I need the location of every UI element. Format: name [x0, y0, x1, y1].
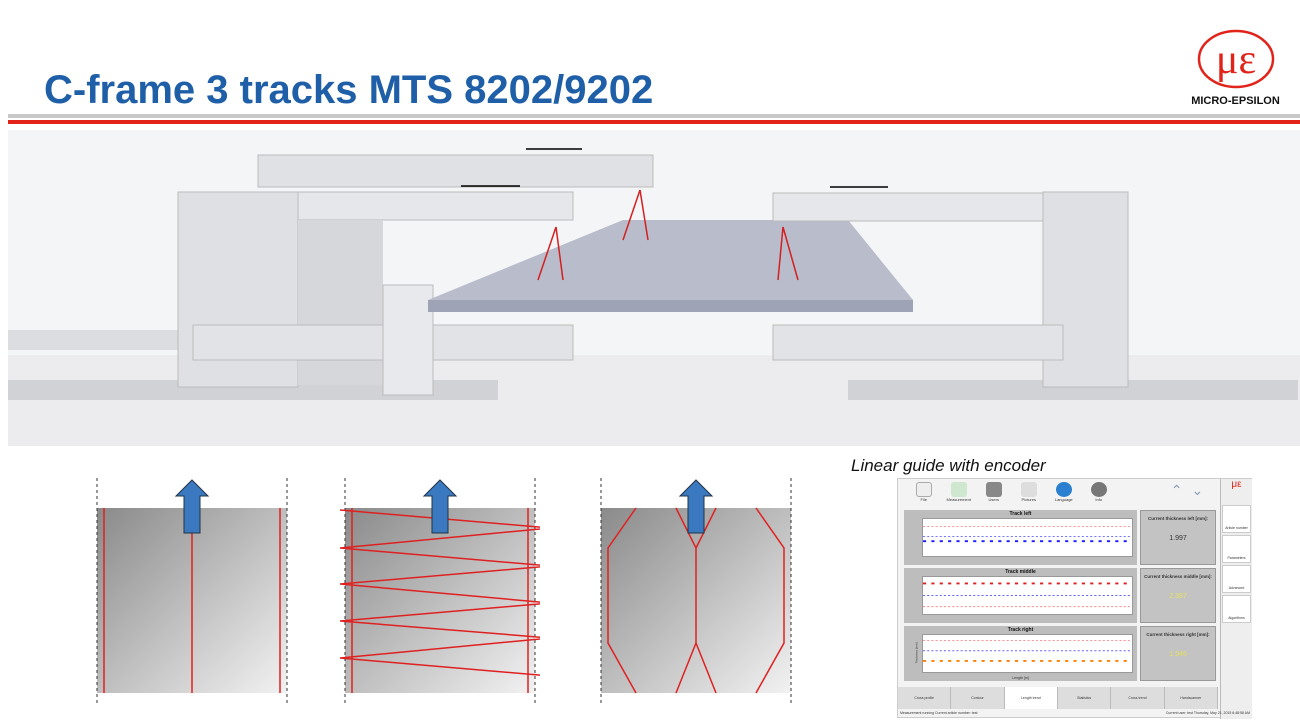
toolbar-label: Measurement	[946, 497, 971, 502]
toolbar: File Measurement Users Pictures Language…	[898, 479, 1216, 509]
tab-cross-profile[interactable]: Cross profile	[898, 687, 952, 709]
software-screenshot: File Measurement Users Pictures Language…	[897, 478, 1252, 719]
x-axis-label: Length [m]	[1012, 676, 1029, 680]
chart-title: Track right	[1007, 627, 1034, 633]
svg-text:με: με	[1215, 37, 1255, 83]
toolbar-info[interactable]: Info	[1086, 482, 1112, 509]
value-label: Current thickness left [mm]:	[1147, 516, 1208, 521]
status-left: Measurement running Current article numb…	[900, 711, 978, 715]
track-left-chart: Track left	[904, 510, 1137, 565]
value: 1.997	[1169, 535, 1187, 542]
tab-contour[interactable]: Contour	[951, 687, 1005, 709]
logo-icon: με	[1231, 479, 1242, 490]
pattern-edge-tracking	[600, 478, 792, 706]
slide-title: C-frame 3 tracks MTS 8202/9202	[44, 68, 654, 112]
logo-icon: με	[1197, 29, 1274, 89]
pattern-traversing	[340, 478, 540, 706]
value: 2.387	[1169, 593, 1187, 600]
caption: Linear guide with encoder	[851, 456, 1046, 475]
value-label: Current thickness right [mm]:	[1146, 632, 1210, 637]
value-label: Current thickness middle [mm]:	[1144, 574, 1212, 579]
toolbar-measurement[interactable]: Measurement	[946, 482, 972, 509]
toolbar-file[interactable]: File	[911, 482, 937, 509]
chevron-down-icon[interactable]: ⌄	[1191, 482, 1204, 498]
y-axis-label: Thickness [mm]	[914, 642, 919, 664]
value-right: Current thickness right [mm]: 1.946	[1140, 626, 1216, 681]
view-tabs: Cross profile Contour Length trend Stati…	[898, 687, 1218, 709]
chart-title: Track middle	[1005, 569, 1036, 575]
toolbar-label: Language	[1054, 497, 1073, 502]
micro-epsilon-logo: με MICRO-EPSILON	[1178, 26, 1293, 107]
side-parameters[interactable]: Parameters	[1222, 535, 1251, 563]
c-frame-illustration	[8, 130, 1300, 446]
toolbar-label: File	[920, 497, 927, 502]
side-article-number[interactable]: Article number	[1222, 505, 1251, 533]
status-bar: Measurement running Current article numb…	[900, 711, 1250, 715]
toolbar-pictures[interactable]: Pictures	[1016, 482, 1042, 509]
chevron-up-icon[interactable]: ⌃	[1170, 482, 1183, 498]
pattern-static-tracks	[96, 478, 288, 706]
value: 1.946	[1169, 651, 1187, 658]
toolbar-users[interactable]: Users	[981, 482, 1007, 509]
toolbar-language[interactable]: Language	[1051, 482, 1077, 509]
tab-length-trend[interactable]: Length trend	[1004, 687, 1058, 709]
value-left: Current thickness left [mm]: 1.997	[1140, 510, 1216, 565]
side-panel: με Article number Parameters Advanced Al…	[1220, 479, 1252, 719]
value-middle: Current thickness middle [mm]: 2.387	[1140, 568, 1216, 623]
tab-handscanner[interactable]: Handscanner	[1165, 687, 1218, 709]
tab-statistics[interactable]: Statistics	[1058, 687, 1112, 709]
side-algorithms[interactable]: Algorithms	[1222, 595, 1251, 623]
side-advanced[interactable]: Advanced	[1222, 565, 1251, 593]
divider-gray	[8, 114, 1300, 118]
toolbar-label: Info	[1095, 497, 1103, 502]
toolbar-label: Pictures	[1021, 497, 1036, 502]
toolbar-label: Users	[988, 497, 999, 502]
divider-red	[8, 120, 1300, 124]
track-middle-chart: Track middle	[904, 568, 1137, 623]
status-right: Current user: test Thursday, May 21, 201…	[1165, 711, 1250, 715]
tab-cross-trend[interactable]: Cross trend	[1111, 687, 1165, 709]
chart-title: Track left	[1009, 511, 1032, 517]
logo-text: MICRO-EPSILON	[1191, 95, 1280, 107]
